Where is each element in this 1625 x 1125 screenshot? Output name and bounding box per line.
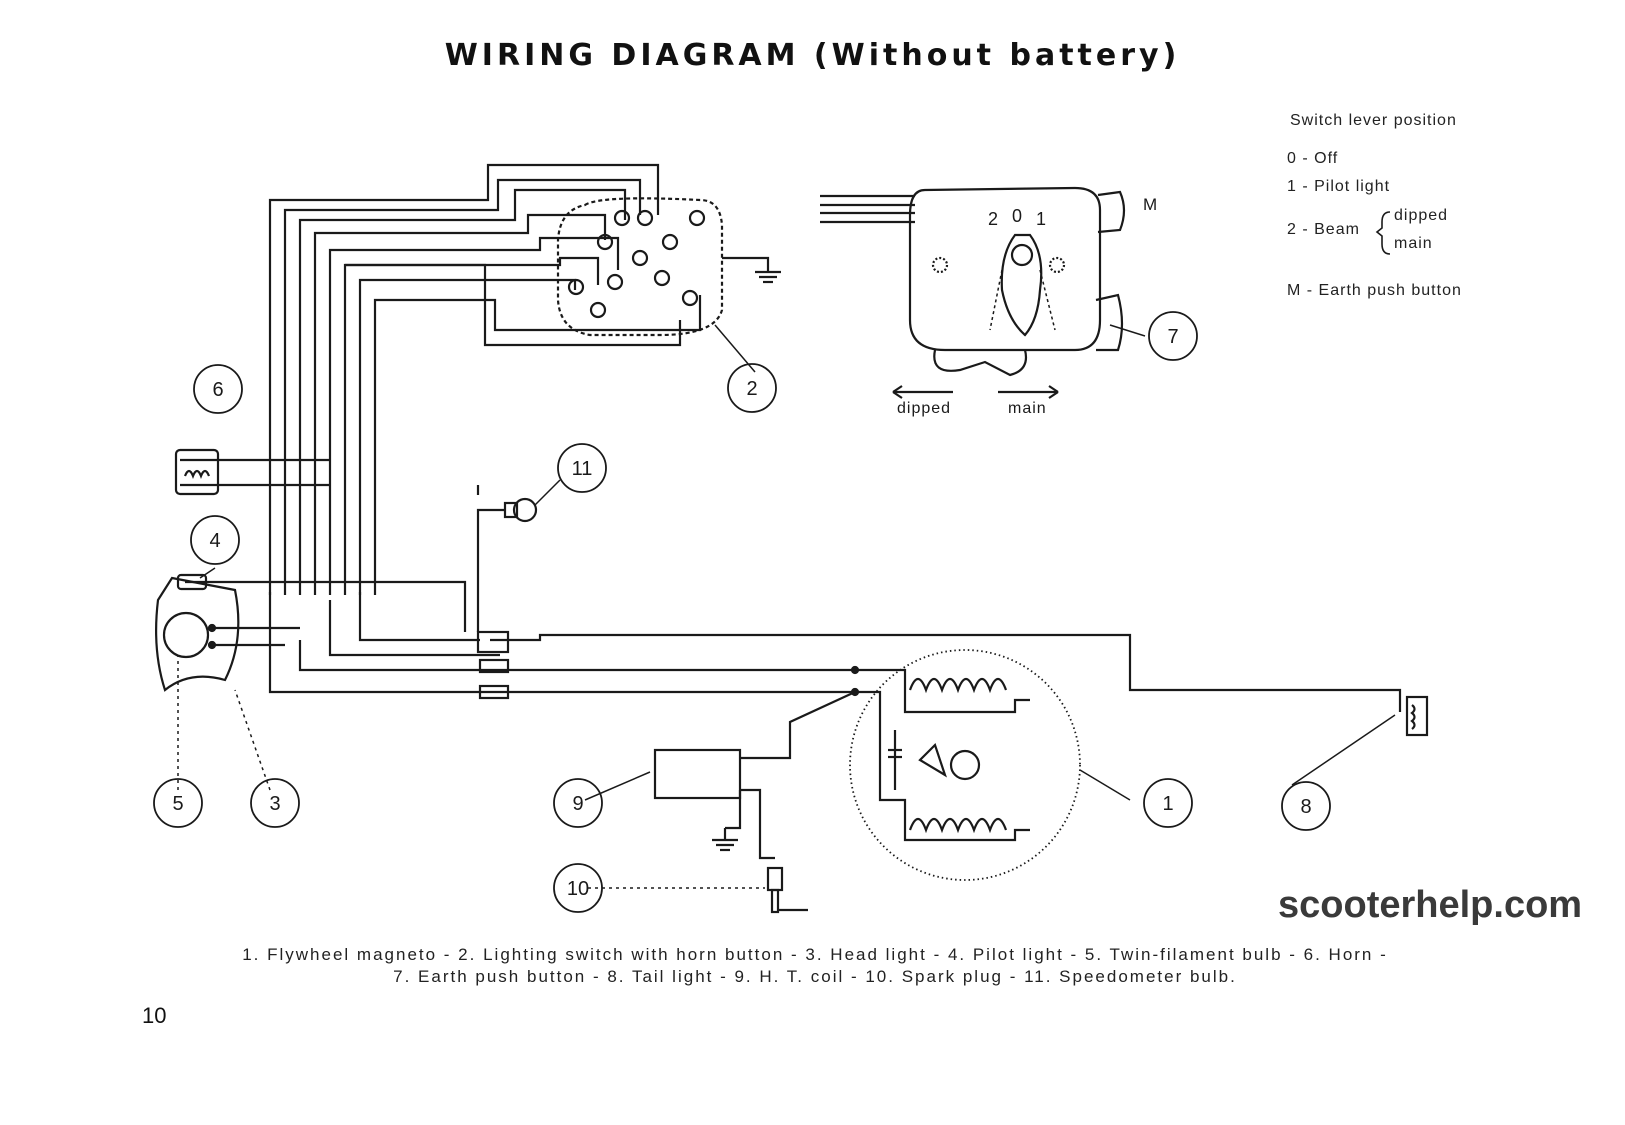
legend-item-pilot: 1 - Pilot light xyxy=(1287,178,1391,195)
page-number: 10 xyxy=(142,1003,167,1028)
page-title: WIRING DIAGRAM (Without battery) xyxy=(444,38,1181,73)
arrow-dipped-label: dipped xyxy=(897,400,951,417)
legend-label: Beam xyxy=(1314,221,1360,238)
tail-light xyxy=(1405,695,1429,737)
legend-code: 0 xyxy=(1287,150,1297,167)
callout-number-1: 1 xyxy=(1162,793,1173,815)
callout-number-7: 7 xyxy=(1167,326,1178,348)
legend-code: M xyxy=(1287,282,1302,299)
connector-blocks xyxy=(476,630,510,700)
watermark: scooterhelp.com xyxy=(1278,884,1583,926)
caption-line-1: 1. Flywheel magneto - 2. Lighting switch… xyxy=(242,945,1388,964)
legend-heading: Switch lever position xyxy=(1290,112,1457,129)
callout-number-5: 5 xyxy=(172,793,183,815)
beam-brace xyxy=(1375,211,1391,255)
callout-number-6: 6 xyxy=(212,379,223,401)
head-light xyxy=(155,573,240,692)
callout-number-2: 2 xyxy=(746,378,757,400)
speedometer-bulb xyxy=(503,497,538,523)
legend-label: Earth push button xyxy=(1318,282,1462,299)
legend-code: 2 xyxy=(1287,221,1297,238)
ht-coil xyxy=(653,748,742,852)
horn xyxy=(174,448,220,496)
dial-number: 0 xyxy=(1012,206,1022,226)
switch-m-label: M xyxy=(1143,195,1157,214)
callout-circle-11 xyxy=(557,443,607,493)
callout-circle-8 xyxy=(1281,781,1331,831)
legend-item-earth: M - Earth push button xyxy=(1287,282,1462,299)
beam-option-dipped: dipped xyxy=(1394,207,1449,224)
callout-circle-3 xyxy=(250,778,300,828)
legend-label: Pilot light xyxy=(1314,178,1391,195)
legend-code: 1 xyxy=(1287,178,1297,195)
callout-circle-4 xyxy=(190,515,240,565)
dial-number: 2 xyxy=(988,209,998,229)
wiring-harness xyxy=(180,163,1402,860)
dial-number: 1 xyxy=(1036,209,1046,229)
callout-circle-9 xyxy=(553,778,603,828)
legend-item-off: 0 - Off xyxy=(1287,150,1339,167)
component-caption: 1. Flywheel magneto - 2. Lighting switch… xyxy=(130,944,1500,988)
arrow-main-label: main xyxy=(1008,400,1047,417)
callout-number-9: 9 xyxy=(572,793,583,815)
callout-circle-7 xyxy=(1148,311,1198,361)
callout-circle-6 xyxy=(193,364,243,414)
callout-number-3: 3 xyxy=(269,793,280,815)
caption-line-2: 7. Earth push button - 8. Tail light - 9… xyxy=(393,967,1237,986)
callout-circle-5 xyxy=(153,778,203,828)
callout-number-11: 11 xyxy=(572,458,593,480)
legend-label: Off xyxy=(1314,150,1339,167)
callouts: 1 2 3 4 5 6 7 8 9 10 11 xyxy=(153,311,1331,913)
callout-circle-10 xyxy=(553,863,603,913)
lighting-switch xyxy=(556,197,781,337)
callout-number-8: 8 xyxy=(1300,796,1311,818)
callout-number-10: 10 xyxy=(567,878,589,900)
spark-plug xyxy=(766,866,808,914)
beam-option-main: main xyxy=(1394,235,1433,252)
flywheel-magneto xyxy=(849,649,1081,881)
callout-circle-1 xyxy=(1143,778,1193,828)
callout-number-4: 4 xyxy=(209,530,220,552)
legend-item-beam: 2 - Beam xyxy=(1287,221,1360,238)
leader-lines xyxy=(177,324,1396,889)
switch-detail xyxy=(820,186,1126,399)
callout-circle-2 xyxy=(727,363,777,413)
